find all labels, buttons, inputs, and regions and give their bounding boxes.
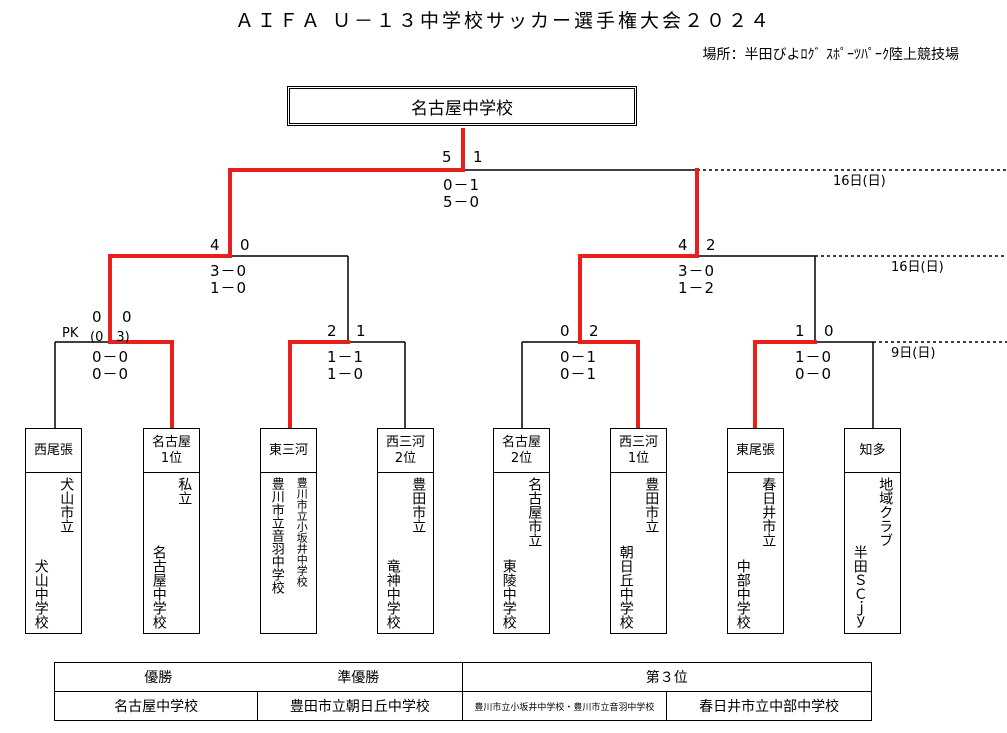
winner-label: 優勝 bbox=[144, 670, 173, 686]
qf-date: 9日(日) bbox=[891, 346, 936, 361]
qf1-pk-label: PK bbox=[62, 326, 79, 341]
sf-left-score-left: 4 bbox=[210, 236, 221, 254]
team-name-line: 竜神中学校 bbox=[384, 559, 401, 629]
final-date: 16日(日) bbox=[833, 174, 886, 189]
team-name-line: 半田ＳＣｊｙ bbox=[851, 545, 868, 629]
team-name-line: 犬山市立 bbox=[58, 477, 75, 533]
team-name-line: 中部中学校 bbox=[734, 559, 751, 629]
team-name-line: 豊田市立 bbox=[643, 477, 660, 533]
team-name-line: 犬山中学校 bbox=[32, 559, 49, 629]
sf-right-score-left: 4 bbox=[678, 236, 689, 254]
qf2-score-left: 2 bbox=[327, 322, 338, 340]
team-name-line: 春日井市立 bbox=[760, 477, 777, 547]
team-box: 東尾張 春日井市立 中部中学校 bbox=[727, 428, 784, 634]
qf4-half2: 0－0 bbox=[795, 365, 833, 383]
team-region: 東尾張 bbox=[728, 429, 783, 473]
team-name-line: 名古屋市立 bbox=[526, 477, 543, 547]
team-name-line: 東陵中学校 bbox=[500, 559, 517, 629]
team-region: 知多 bbox=[845, 429, 900, 473]
qf3-half1: 0－1 bbox=[560, 348, 598, 366]
team-region: 西尾張 bbox=[26, 429, 81, 473]
qf4-score-left: 1 bbox=[795, 322, 806, 340]
team-name-line: 朝日丘中学校 bbox=[617, 545, 634, 629]
qf4-half1: 1－0 bbox=[795, 348, 833, 366]
team-name-line: 名古屋中学校 bbox=[150, 545, 167, 629]
sf-left-score-right: 0 bbox=[240, 236, 251, 254]
final-half1: 0－1 bbox=[443, 176, 481, 194]
sf-right-half2: 1－2 bbox=[678, 279, 716, 297]
qf2-half2: 1－0 bbox=[327, 365, 365, 383]
team-box: 西尾張 犬山市立 犬山中学校 bbox=[25, 428, 82, 634]
qf2-half1: 1－1 bbox=[327, 348, 365, 366]
qf1-half2: 0－0 bbox=[92, 365, 130, 383]
team-name-line: 私立 bbox=[176, 477, 193, 505]
final-score-right: 1 bbox=[473, 148, 484, 166]
sf-right-score-right: 2 bbox=[706, 236, 717, 254]
team-box: 知多 地域クラブ 半田ＳＣｊｙ bbox=[844, 428, 901, 634]
team-region: 東三河 bbox=[261, 429, 316, 473]
champion-name: 名古屋中学校 bbox=[411, 98, 513, 119]
results-header-top: 優勝 準優勝 bbox=[54, 662, 463, 692]
results-table: 優勝 準優勝 第３位 名古屋中学校 豊田市立朝日丘中学校 豊川市立小坂井中学校・豊… bbox=[53, 662, 873, 721]
sf-left-half1: 3－0 bbox=[210, 262, 248, 280]
qf1-score-left: 0 bbox=[92, 308, 103, 326]
third-label: 第３位 bbox=[461, 662, 873, 692]
third-name-a: 豊川市立小坂井中学校・豊川市立音羽中学校 bbox=[461, 691, 668, 721]
tournament-title: ＡＩＦＡ Ｕ－１３中学校サッカー選手権大会２０２４ bbox=[234, 10, 773, 32]
winner-name: 名古屋中学校 bbox=[53, 691, 259, 721]
sf-left-half2: 1－0 bbox=[210, 279, 248, 297]
venue-label: 場所：半田びよﾛｸﾞ ｽﾎﾟｰﾂﾊﾟｰｸ陸上競技場 bbox=[702, 47, 959, 63]
third-name-b: 春日井市立中部中学校 bbox=[666, 691, 872, 721]
sf-date: 16日(日) bbox=[891, 260, 944, 275]
qf3-score-right: 2 bbox=[589, 322, 600, 340]
qf3-half2: 0－1 bbox=[560, 365, 598, 383]
sf-right-half1: 3－0 bbox=[678, 262, 716, 280]
runner-name: 豊田市立朝日丘中学校 bbox=[257, 691, 463, 721]
final-half2: 5－0 bbox=[443, 193, 481, 211]
final-score-left: 5 bbox=[442, 148, 453, 166]
runner-label: 準優勝 bbox=[337, 670, 380, 686]
qf1-pk-score: (0 3) bbox=[90, 330, 130, 345]
qf1-half1: 0－0 bbox=[92, 348, 130, 366]
qf2-score-right: 1 bbox=[356, 322, 367, 340]
qf3-score-left: 0 bbox=[560, 322, 571, 340]
team-name-line: 豊川市立小坂井中学校 bbox=[295, 477, 309, 587]
qf4-score-right: 0 bbox=[824, 322, 835, 340]
team-name-line: 豊田市立 bbox=[410, 477, 427, 533]
qf1-score-right: 0 bbox=[122, 308, 133, 326]
team-name-line: 豊川市立音羽中学校 bbox=[268, 477, 284, 594]
team-name-line: 地域クラブ bbox=[877, 477, 894, 547]
team-box: 東三河 豊川市立小坂井中学校 豊川市立音羽中学校 bbox=[260, 428, 317, 634]
champion-box: 名古屋中学校 bbox=[287, 86, 637, 126]
